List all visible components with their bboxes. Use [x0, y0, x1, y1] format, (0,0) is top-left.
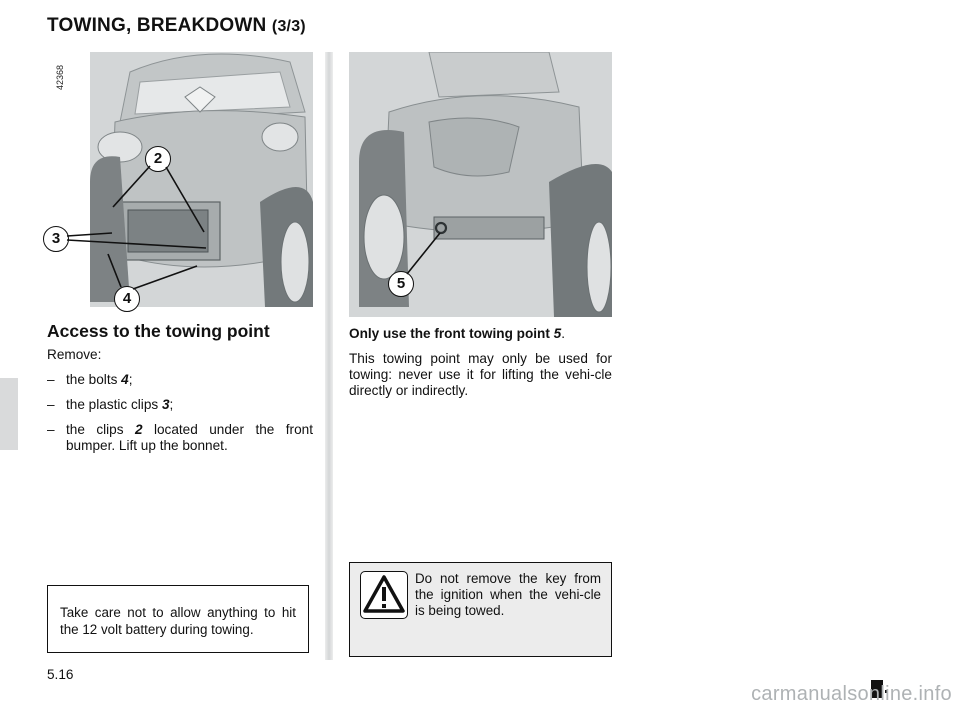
warning-triangle-icon: [360, 571, 408, 619]
warning-box: Do not remove the key from the ignition …: [349, 562, 612, 657]
list-item: – the bolts 4;: [47, 372, 313, 388]
front-bumper-illustration: [90, 52, 313, 307]
towing-point-paragraph: This towing point may only be used for t…: [349, 351, 612, 398]
list-dash: –: [47, 422, 55, 437]
list-item: – the clips 2 located under the front bu…: [47, 422, 313, 454]
battery-note-box: Take care not to allow anything to hit t…: [47, 585, 309, 653]
removal-intro: Remove:: [47, 347, 102, 362]
towing-point-text: Only use the front towing point 5. This …: [349, 326, 612, 408]
list-item-text: the plastic clips 3;: [66, 397, 174, 412]
warning-text: Do not remove the key from the ignition …: [415, 571, 601, 618]
callout-4: 4: [114, 286, 140, 312]
figure-front-bumper: [90, 52, 313, 307]
page-title-part: (3/3): [271, 18, 306, 35]
page-title: TOWING, BREAKDOWN (3/3): [47, 15, 306, 36]
list-item-text: the bolts 4;: [66, 372, 133, 387]
list-dash: –: [47, 397, 55, 412]
list-item: – the plastic clips 3;: [47, 397, 313, 413]
towing-point-illustration: [349, 52, 612, 317]
list-item-text: the clips 2 located under the front bump…: [66, 422, 313, 453]
figure-ref-code-left: 42368: [55, 64, 65, 90]
column-divider: [325, 52, 333, 660]
towing-point-lead: Only use the front towing point 5.: [349, 326, 565, 341]
callout-3: 3: [43, 226, 69, 252]
corner-mark-dot: [885, 690, 888, 693]
removal-instructions: Remove: – the bolts 4; – the plastic cli…: [47, 347, 313, 463]
corner-mark: [871, 680, 883, 698]
section-heading: Access to the towing point: [47, 321, 270, 341]
callout-2: 2: [145, 146, 171, 172]
page-number: 5.16: [47, 667, 74, 682]
watermark: carmanualsonline.info: [751, 683, 952, 705]
chapter-tab-marker: [0, 378, 18, 450]
callout-5: 5: [388, 271, 414, 297]
list-dash: –: [47, 372, 55, 387]
